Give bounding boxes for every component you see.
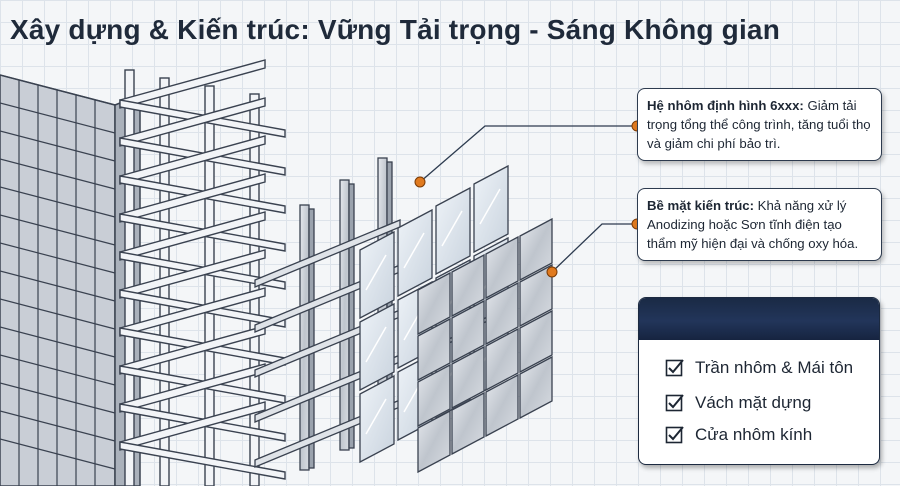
- steel-frame: [119, 59, 286, 486]
- frame-column: [124, 69, 135, 486]
- tower-transom: [0, 354, 116, 386]
- glass-reflection: [365, 254, 387, 291]
- services-card-header: [639, 298, 879, 340]
- mullion-side: [308, 208, 315, 469]
- callout-surface-heading: Bề mặt kiến trúc:: [647, 198, 754, 213]
- glass-pane: [359, 374, 395, 464]
- glass-pane: [359, 302, 395, 392]
- glass-reflection: [441, 210, 463, 247]
- glass-reflection: [365, 398, 387, 435]
- frame-column: [204, 85, 215, 486]
- checkbox-checked-icon: [665, 359, 684, 377]
- cladding-panel: [485, 281, 519, 346]
- tower-transom: [0, 382, 116, 414]
- cladding-panel: [519, 355, 553, 420]
- cladding-panel: [519, 217, 553, 282]
- tower-transom: [0, 214, 116, 246]
- tower-structure: [0, 74, 141, 486]
- cladding-panel: [485, 235, 519, 300]
- cladding-panel: [417, 363, 451, 428]
- service-item-aluminum-glass-door: Cửa nhôm kính: [665, 425, 812, 445]
- checkbox-checked-icon: [665, 394, 684, 412]
- services-card: Trần nhôm & Mái tôn Vách mặt dựng Cửa nh…: [638, 297, 880, 465]
- mullion-side: [348, 183, 355, 449]
- cladding-panel: [485, 373, 519, 438]
- marker-surface: [546, 266, 558, 278]
- cladding-panel: [519, 263, 553, 328]
- page-title: Xây dựng & Kiến trúc: Vững Tải trọng - S…: [10, 14, 781, 45]
- frame-beam: [119, 59, 266, 109]
- callout-architectural-surface: Bề mặt kiến trúc: Khả năng xử lý Anodizi…: [637, 188, 882, 261]
- glass-pane: [435, 186, 471, 276]
- marker-aluminum: [414, 176, 426, 188]
- glass-reflection: [479, 188, 501, 225]
- service-label: Trần nhôm & Mái tôn: [695, 358, 854, 377]
- checkbox-checked-icon: [665, 426, 684, 444]
- service-label: Cửa nhôm kính: [695, 425, 813, 444]
- tower-transom: [0, 326, 116, 358]
- mullion-profile: [299, 204, 310, 471]
- metal-cladding-panels: [417, 217, 553, 474]
- cladding-panel: [451, 253, 485, 318]
- tower-transom: [0, 130, 116, 162]
- service-label: Vách mặt dựng: [695, 393, 812, 412]
- leader-lines: [419, 125, 637, 273]
- glass-reflection: [365, 326, 387, 363]
- glass-pane: [397, 208, 433, 298]
- tower-transom: [0, 242, 116, 274]
- tower-transom: [0, 158, 116, 190]
- tower-transom: [0, 410, 116, 442]
- tower-transom: [0, 270, 116, 302]
- callout-aluminum-profile: Hệ nhôm định hình 6xxx: Giảm tải trọng t…: [637, 88, 882, 161]
- callout-aluminum-text: Giảm tải trọng tổng thể công trình, tăng…: [647, 98, 871, 151]
- tower-transom: [0, 74, 116, 106]
- glass-reflection: [403, 232, 425, 269]
- service-item-ceiling-roof: Trần nhôm & Mái tôn: [665, 358, 853, 378]
- cladding-panel: [519, 309, 553, 374]
- cladding-panel: [451, 391, 485, 456]
- cladding-panel: [417, 271, 451, 336]
- tower-transom: [0, 186, 116, 218]
- glass-pane: [473, 164, 509, 254]
- cladding-panel: [451, 345, 485, 410]
- callout-surface-text: Khả năng xử lý Anodizing hoặc Sơn tĩnh đ…: [647, 198, 859, 251]
- cladding-panel: [417, 409, 451, 474]
- frame-beam: [119, 441, 286, 480]
- cladding-panel: [451, 299, 485, 364]
- tower-transom: [0, 438, 116, 470]
- tower-transom: [0, 298, 116, 330]
- cladding-panel: [417, 317, 451, 382]
- tower-transom: [0, 102, 116, 134]
- callout-aluminum-heading: Hệ nhôm định hình 6xxx:: [647, 98, 804, 113]
- cladding-panel: [485, 327, 519, 392]
- glass-pane: [359, 230, 395, 320]
- service-item-curtain-wall: Vách mặt dựng: [665, 393, 811, 413]
- mullion-profile: [339, 179, 350, 451]
